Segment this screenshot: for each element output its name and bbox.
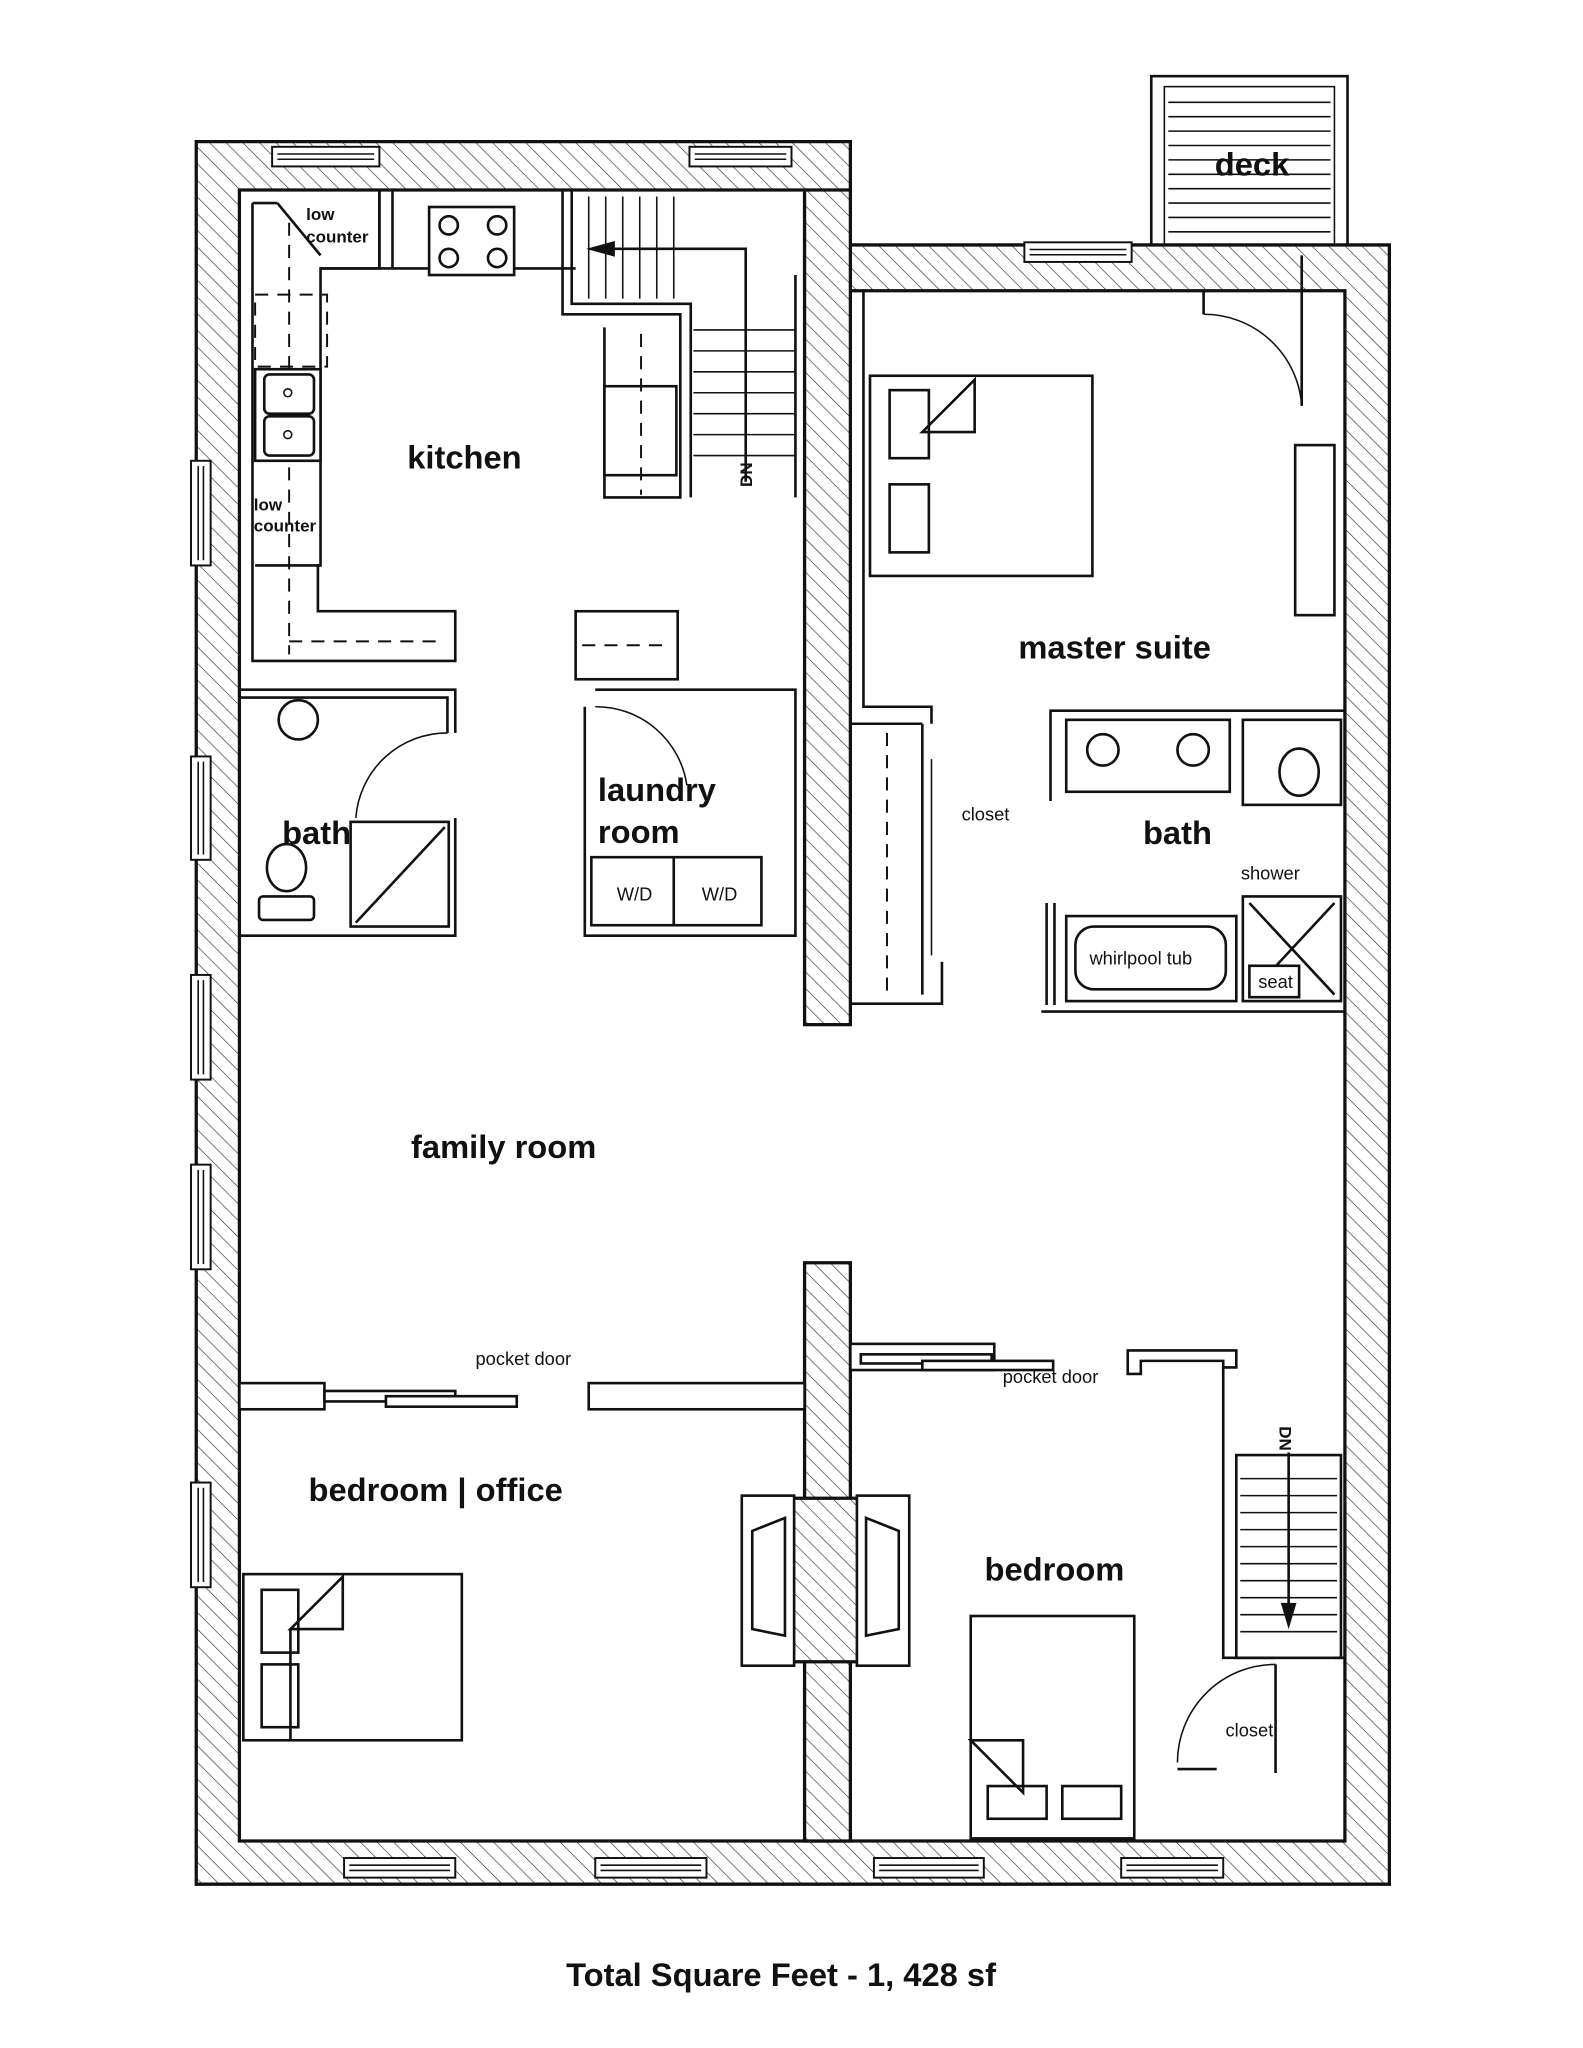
room-label-bath-left: bath [282,814,351,851]
stove [427,205,516,277]
label-low-counter-top-2: counter [306,227,369,246]
total-square-feet: Total Square Feet - 1, 428 sf [566,1956,996,1993]
window [688,145,793,168]
kitchen-counters: low counter low counter [251,189,576,663]
windows [190,145,1225,1879]
window [872,1857,985,1879]
label-low-counter-side-2: counter [254,516,317,535]
room-label-kitchen: kitchen [407,439,521,476]
label-pocket-door-left: pocket door [475,1348,571,1369]
label-washer-dryer-2: W/D [702,883,738,904]
bath-right: whirlpool tub seat shower bath [1041,709,1345,1013]
room-label-bedroom: bedroom [985,1551,1125,1588]
label-low-counter-top-1: low [306,205,335,224]
kitchen-island [561,189,682,499]
label-closet-bedroom: closet [1225,1719,1273,1740]
chimney [789,1496,866,1664]
room-label-bedroom-office: bedroom | office [308,1471,562,1508]
stair-dn-label-bottom: DN [1275,1426,1294,1451]
room-label-deck: deck [1215,146,1290,183]
label-low-counter-side-1: low [254,496,283,515]
master-suite: closet master suite [850,255,1336,1006]
room-label-family-room: family room [411,1128,596,1165]
window [271,145,381,168]
fireplace [740,1494,911,1668]
laundry-room: W/D W/D laundry room [574,609,797,938]
bedroom-office: bedroom | office [242,1471,563,1742]
stair-dn-label-top: DN [737,462,756,487]
bath-left: bath [239,688,457,938]
label-closet-master: closet [962,804,1010,825]
room-label-laundry-2: room [598,813,680,850]
room-label-bath-right: bath [1143,814,1212,851]
stairs-upper: DN [570,189,797,498]
center-wall-upper [802,188,853,1027]
sink [253,367,322,463]
label-washer-dryer-1: W/D [617,883,653,904]
label-whirlpool-tub: whirlpool tub [1088,947,1192,968]
window [343,1857,457,1879]
window [190,1481,212,1589]
pocket-door-right[interactable]: pocket door [849,1342,1238,1387]
window [190,1163,212,1271]
label-pocket-door-right: pocket door [1003,1366,1099,1387]
deck: deck [1149,74,1349,247]
label-seat: seat [1258,971,1293,992]
window [190,459,212,567]
room-label-laundry-1: laundry [598,771,716,808]
room-label-master-suite: master suite [1018,628,1211,665]
pocket-door-left[interactable]: pocket door [238,1348,806,1411]
label-shower: shower [1241,862,1300,883]
window [1023,241,1133,263]
window [190,755,212,861]
window [594,1857,708,1879]
window [1120,1857,1225,1879]
window [190,973,212,1081]
bedroom: DN closet bedroom [967,1367,1345,1840]
deck-slats [1168,101,1331,233]
